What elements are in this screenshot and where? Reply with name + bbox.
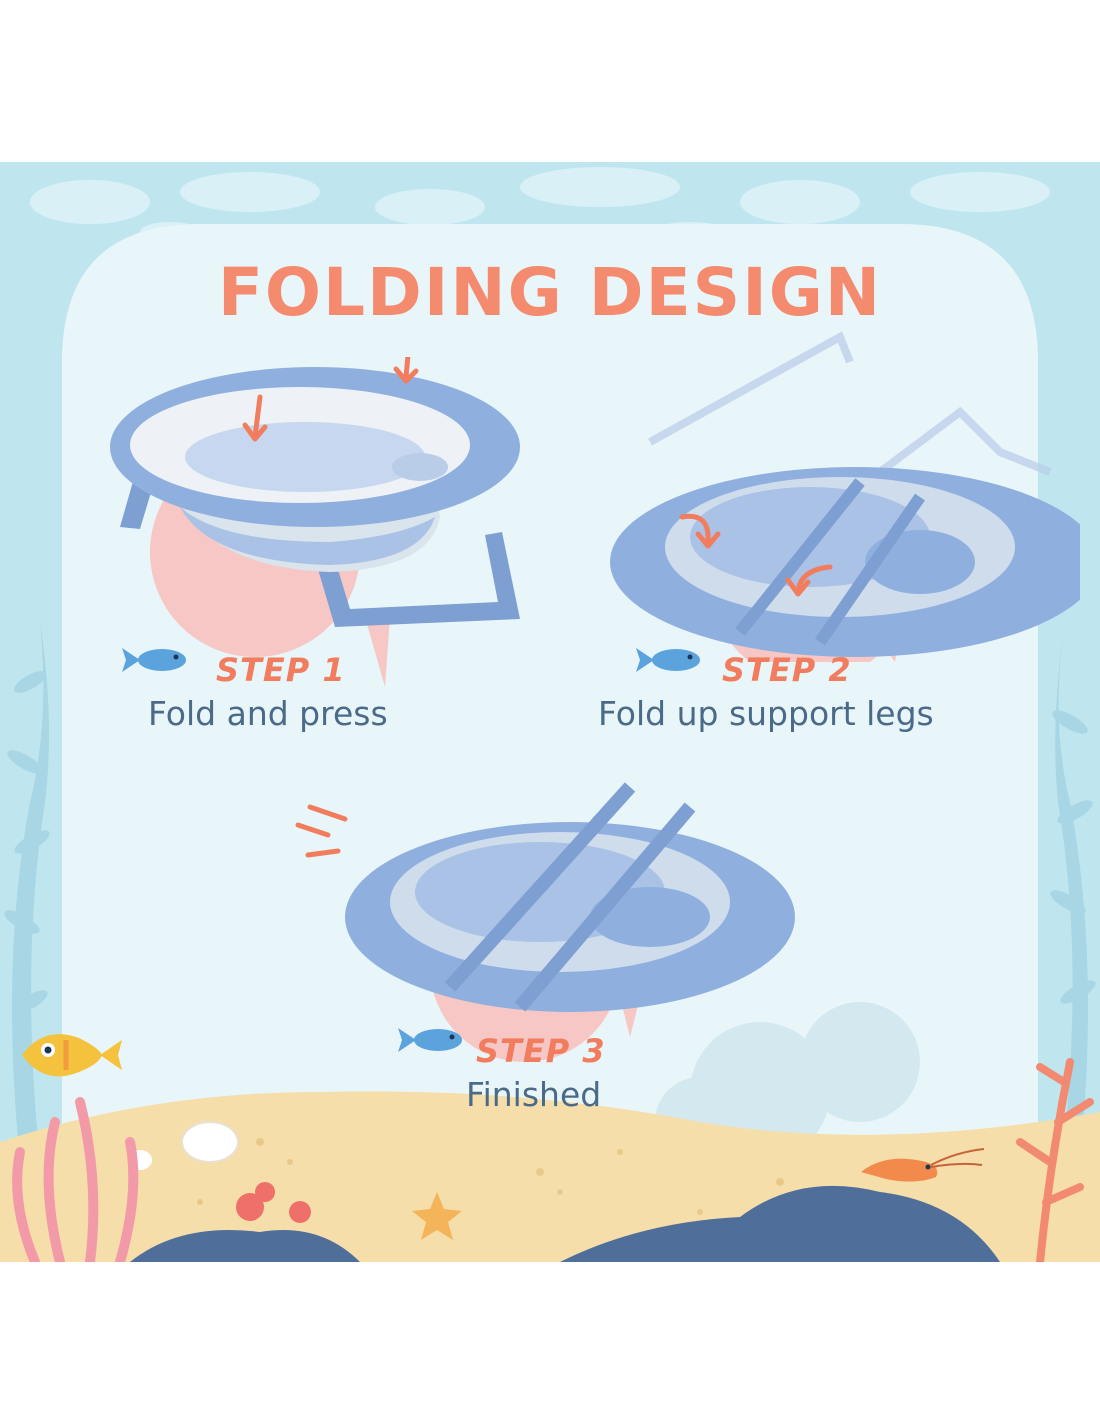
step-2-label: STEP 2: [722, 651, 852, 689]
coral-icon: [1016, 1058, 1094, 1262]
rock: [130, 1230, 360, 1262]
folding-leg-ghost: [648, 331, 1052, 506]
step-2-description: Fold up support legs: [598, 694, 934, 733]
tub-leg: [444, 782, 696, 1012]
seaweed-icon: [4, 622, 50, 1162]
blue-fish-icon: [636, 648, 700, 672]
step-1-description: Fold and press: [148, 694, 388, 733]
step-2-illustration: [610, 331, 1080, 662]
yellow-fish-icon: [22, 1034, 122, 1077]
step-1-label: STEP 1: [216, 651, 346, 689]
seaweed-icon: [1050, 622, 1096, 1162]
rock: [560, 1185, 1000, 1262]
arrow-icon: [679, 513, 833, 597]
step-3-illustration: [295, 782, 795, 1062]
sparkle-lines: [295, 804, 348, 858]
coral-icon: [236, 1182, 311, 1223]
tub-leg: [735, 478, 925, 646]
shrimp-icon: [861, 1148, 985, 1182]
blue-fish-icon: [122, 648, 186, 672]
blue-fish-icon: [398, 1028, 462, 1052]
step-3-label: STEP 3: [476, 1032, 606, 1070]
coral-icon: [12, 1097, 139, 1262]
sand-dots: [197, 1138, 784, 1215]
step-1-illustration: [110, 357, 520, 687]
step-3-description: Finished: [466, 1075, 602, 1114]
arrow-icon: [242, 357, 419, 442]
page-title: FOLDING DESIGN: [217, 254, 883, 331]
tub-leg: [310, 532, 520, 627]
starfish-icon: [412, 1192, 462, 1240]
infographic-scene: FOLDING DESIGN: [0, 162, 1100, 1262]
